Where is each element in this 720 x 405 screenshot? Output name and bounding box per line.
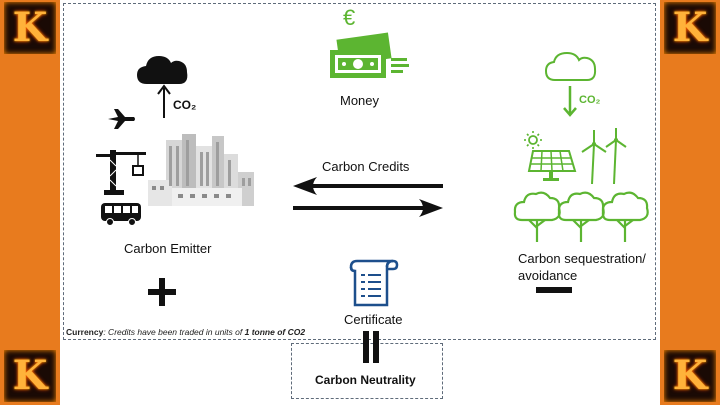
tree-icon <box>601 191 649 242</box>
exchange-arrows <box>293 177 443 217</box>
footnote-bold: Currency <box>66 327 104 337</box>
k-logo-bottom-right: K <box>664 350 716 402</box>
k-logo-top-right: K <box>664 2 716 54</box>
carbon-emitter-label: Carbon Emitter <box>124 241 212 256</box>
green-cloud-icon <box>544 51 597 81</box>
footnote-text: : Credits have been traded in units of <box>103 327 245 337</box>
sequestration-label: Carbon sequestration/ avoidance <box>518 250 646 284</box>
sequestration-label-line1: Carbon sequestration/ <box>518 251 646 266</box>
wind-turbine-icon <box>581 128 627 185</box>
money-label: Money <box>340 93 380 108</box>
k-logo-top-left: K <box>4 2 56 54</box>
carbon-credits-label: Carbon Credits <box>322 159 410 174</box>
arrow-up-icon <box>157 84 171 118</box>
currency-footnote: Currency: Credits have been traded in un… <box>66 327 305 337</box>
carbon-neutrality-label: Carbon Neutrality <box>315 373 416 387</box>
k-logo-bottom-left: K <box>4 350 56 402</box>
sun-icon <box>524 131 542 149</box>
plus-icon <box>148 278 176 306</box>
minus-icon <box>536 287 572 293</box>
certificate-label: Certificate <box>344 312 403 327</box>
arrow-down-icon <box>563 86 577 117</box>
co2-label-left: CO₂ <box>173 98 197 112</box>
solar-panel-icon <box>524 131 577 181</box>
city-skyline-icon <box>148 134 254 206</box>
airplane-icon <box>108 109 135 129</box>
certificate-icon <box>349 259 399 307</box>
banknote-icon <box>330 32 409 78</box>
co2-label-right: CO₂ <box>579 94 601 106</box>
footnote-emphasis: 1 tonne of CO2 <box>244 327 306 337</box>
bus-icon <box>101 203 141 226</box>
equals-bars-icon <box>363 331 379 363</box>
arrow-right-icon <box>293 199 443 217</box>
main-frame <box>63 3 656 340</box>
sequestration-label-line2: avoidance <box>518 268 578 283</box>
tree-icon <box>513 191 561 242</box>
forest-icon <box>513 191 649 242</box>
arrow-left-icon <box>293 177 443 195</box>
tree-icon <box>557 191 605 242</box>
cloud-icon <box>137 56 188 84</box>
crane-icon <box>96 150 146 195</box>
euro-symbol: € <box>343 5 356 30</box>
